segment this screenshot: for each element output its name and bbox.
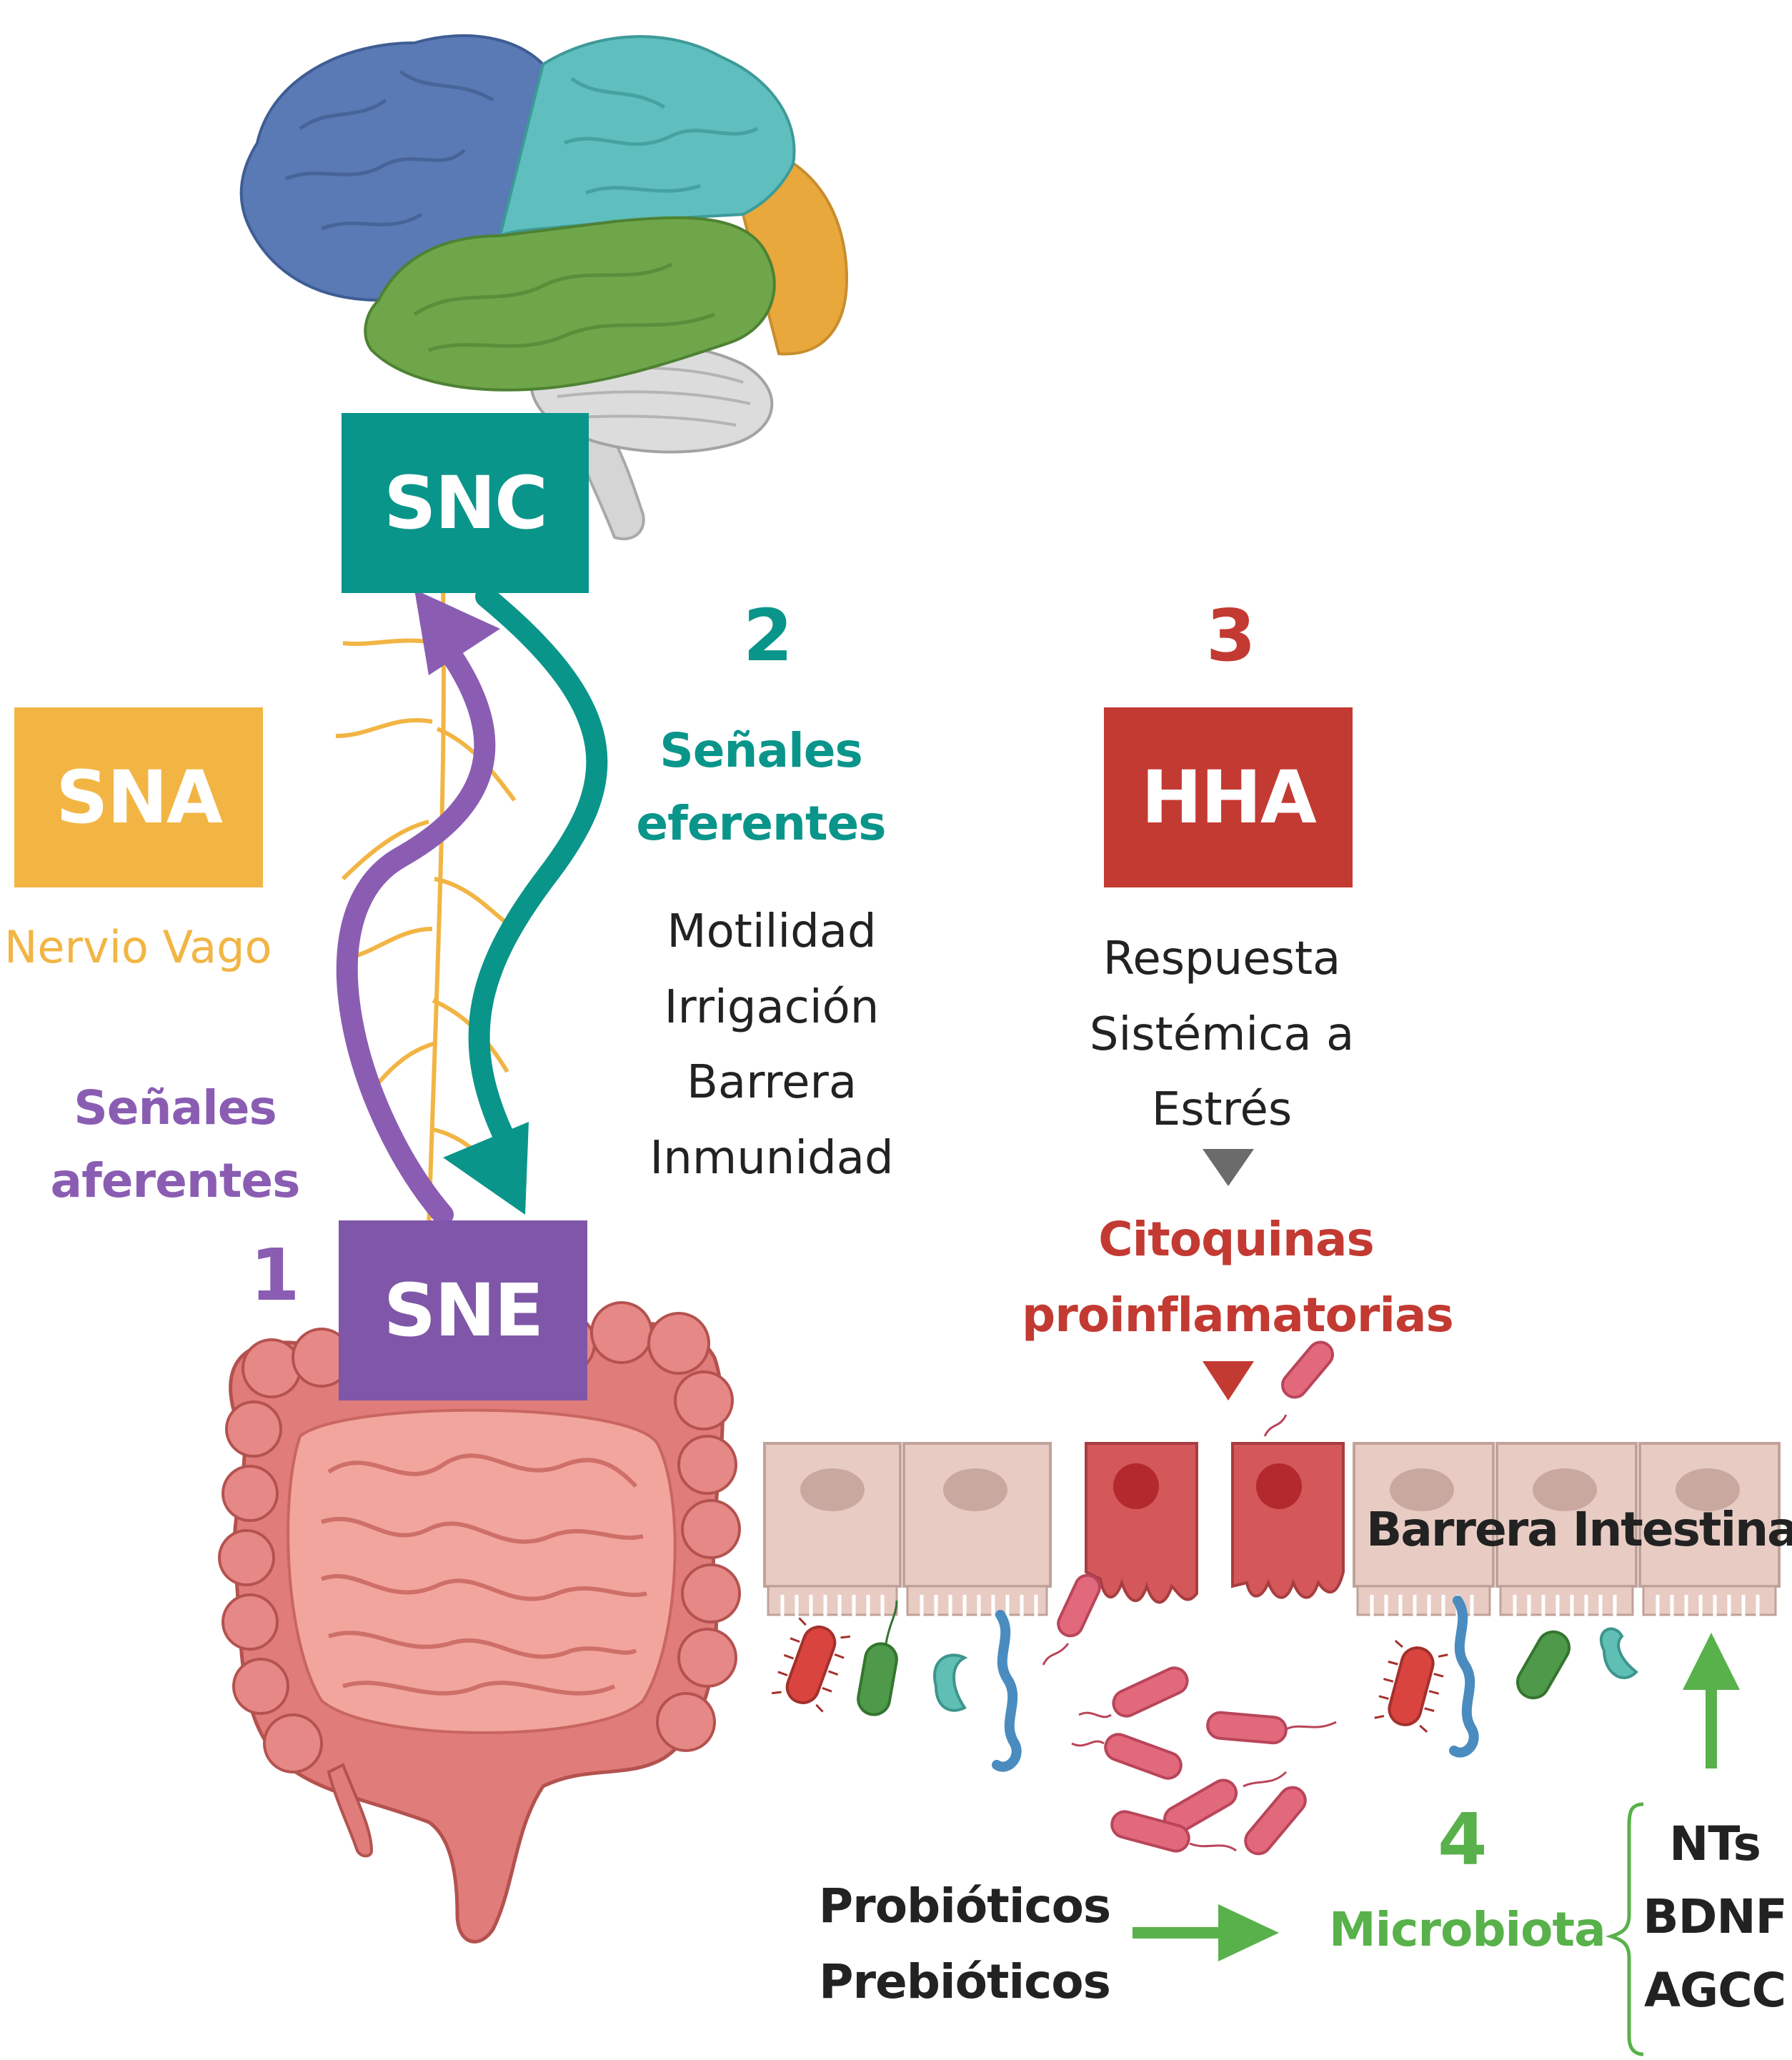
senales-eferentes-line2: eferentes <box>636 796 886 852</box>
sne-label: SNE <box>383 1268 544 1353</box>
snc-label: SNC <box>384 460 548 546</box>
hha-label: HHA <box>1141 755 1317 840</box>
efferent-item: Irrigación <box>664 980 880 1034</box>
snc-box: SNC <box>342 413 589 593</box>
vagus-nerve <box>335 585 517 1230</box>
senales-aferentes-line2: aferentes <box>50 1153 301 1209</box>
hha-item: Estrés <box>1151 1083 1293 1137</box>
hha-response-list: Respuesta Sistémica a Estrés <box>1072 922 1372 1148</box>
intestinal-barrier-illustration <box>763 1340 1781 1856</box>
intestine-illustration <box>218 1301 741 1944</box>
citoquinas-line1: Citoquinas <box>1098 1212 1375 1267</box>
citoquinas-down-arrow-icon <box>1203 1361 1254 1400</box>
efferent-item: Motilidad <box>667 905 877 958</box>
prebioticos-label: Prebióticos <box>819 1954 1111 2009</box>
senales-eferentes-label: Señales eferentes <box>629 715 893 861</box>
epithelial-cells <box>763 1442 1781 1616</box>
sne-box: SNE <box>339 1220 587 1400</box>
nervio-vago-label: Nervio Vago <box>4 921 272 973</box>
hha-item: Sistémica a <box>1089 1007 1355 1061</box>
senales-eferentes-line1: Señales <box>659 723 863 778</box>
number-2: 2 <box>743 594 793 677</box>
number-4: 4 <box>1438 1798 1488 1881</box>
efferent-effects-list: Motilidad Irrigación Barrera Inmunidad <box>614 895 929 1196</box>
number-1: 1 <box>250 1233 300 1317</box>
efferent-item: Inmunidad <box>649 1131 894 1185</box>
barrera-intestinal-label: Barrera Intestinal <box>1366 1502 1792 1557</box>
microbiota-label: Microbiota <box>1329 1902 1606 1957</box>
hha-box: HHA <box>1104 707 1353 887</box>
bacteria-icon <box>771 1340 1638 1856</box>
sna-label: SNA <box>56 755 223 840</box>
number-3: 3 <box>1206 594 1256 677</box>
sna-box: SNA <box>14 707 263 887</box>
metabolite-item: NTs <box>1669 1816 1761 1871</box>
brain-illustration <box>239 34 849 541</box>
probioticos-label: Probióticos <box>818 1879 1111 1934</box>
pro-prebioticos-label: Probióticos Prebióticos <box>815 1869 1115 2019</box>
efferent-arrow <box>443 586 608 1215</box>
efferent-item: Barrera <box>686 1056 857 1110</box>
senales-aferentes-line1: Señales <box>74 1080 277 1135</box>
citoquinas-line2: proinflamatorias <box>1022 1287 1454 1343</box>
citoquinas-label: Citoquinas proinflamatorias <box>1022 1202 1454 1353</box>
metabolites-list: NTs BDNF AGCC <box>1636 1808 1792 2027</box>
metabolite-item: AGCC <box>1643 1962 1786 2018</box>
probioticos-arrow <box>1133 1904 1279 1961</box>
hha-item: Respuesta <box>1102 932 1341 985</box>
metabolites-up-arrow <box>1683 1633 1740 1768</box>
metabolites-brace <box>1606 1802 1644 2056</box>
metabolite-item: BDNF <box>1643 1889 1787 1945</box>
afferent-arrow <box>336 589 500 1225</box>
senales-aferentes-label: Señales aferentes <box>43 1072 307 1218</box>
hha-down-arrow-icon <box>1203 1149 1254 1186</box>
